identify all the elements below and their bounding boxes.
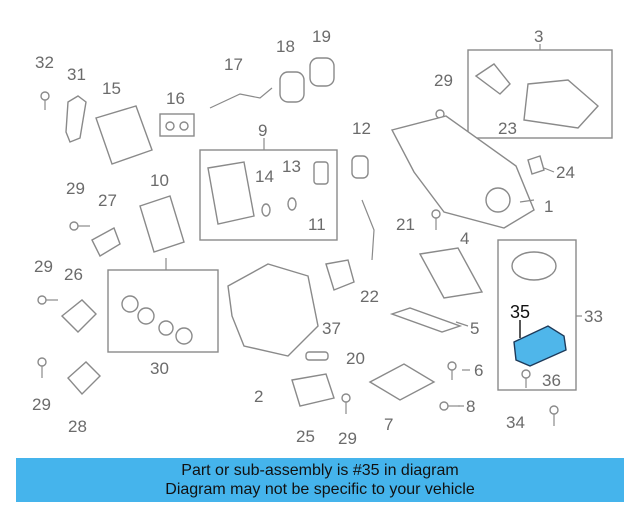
part-24-clip — [527, 155, 545, 175]
part-2-case — [227, 263, 319, 357]
callout-29-top: 29 — [434, 71, 453, 90]
part-31-bracket — [65, 95, 87, 143]
part-19-seal — [309, 57, 335, 87]
callout-32: 32 — [35, 53, 54, 72]
part-5-seal — [389, 307, 463, 333]
callout-8: 8 — [466, 397, 475, 416]
part-7-bracket — [368, 363, 436, 401]
callout-17: 17 — [224, 55, 243, 74]
callout-10: 10 — [150, 171, 169, 190]
part-30-gears — [121, 295, 193, 345]
callout-28: 28 — [68, 417, 87, 436]
part-11-sensor — [313, 161, 329, 185]
callout-22: 22 — [360, 287, 379, 306]
callout-26: 26 — [64, 265, 83, 284]
part-20-pin — [305, 351, 329, 361]
part-12-grommet — [351, 155, 369, 179]
callout-3: 3 — [534, 27, 543, 46]
callout-9: 9 — [258, 121, 267, 140]
callout-16: 16 — [166, 89, 185, 108]
part-23-lever — [474, 63, 511, 95]
part-3-filter-cover — [523, 79, 600, 129]
info-banner: Part or sub-assembly is #35 in diagram D… — [16, 458, 624, 502]
callout-34: 34 — [506, 413, 525, 432]
callout-15: 15 — [102, 79, 121, 98]
callout-35: 35 — [510, 302, 530, 322]
banner-line-1: Part or sub-assembly is #35 in diagram — [181, 462, 459, 479]
callout-29-left-2: 29 — [34, 257, 53, 276]
part-9-filter — [207, 161, 255, 225]
callout-25: 25 — [296, 427, 315, 446]
callout-1: 1 — [544, 197, 553, 216]
callout-24: 24 — [556, 163, 575, 182]
callout-31: 31 — [67, 65, 86, 84]
callout-29-bottom: 29 — [338, 429, 357, 448]
banner-line-2: Diagram may not be specific to your vehi… — [165, 481, 475, 498]
callout-6: 6 — [474, 361, 483, 380]
group-box-30 — [107, 269, 219, 353]
part-35-resistor — [513, 325, 567, 367]
part-27-bracket — [91, 226, 121, 257]
callout-33: 33 — [584, 307, 603, 326]
part-26-bracket — [60, 299, 97, 333]
callout-21: 21 — [396, 215, 415, 234]
part-34-screw — [549, 405, 559, 426]
group-box-33 — [497, 239, 577, 391]
part-36-screw — [521, 369, 531, 388]
callout-36: 36 — [542, 371, 561, 390]
callout-37: 37 — [322, 319, 341, 338]
callout-30: 30 — [150, 359, 169, 378]
leader-lines — [165, 44, 582, 407]
part-25-module — [291, 373, 335, 407]
group-box-9 — [199, 149, 338, 241]
callout-4: 4 — [460, 229, 469, 248]
part-21-screw — [431, 209, 441, 230]
callout-2: 2 — [254, 387, 263, 406]
part-6-screw — [447, 361, 457, 380]
callout-20: 20 — [346, 349, 365, 368]
part-29-screw-left-2 — [37, 295, 58, 305]
part-1-duct — [485, 187, 511, 213]
part-16-clips — [159, 113, 195, 137]
part-14-oring — [261, 203, 271, 217]
callout-14: 14 — [255, 167, 274, 186]
callout-12: 12 — [352, 119, 371, 138]
part-28-bracket — [67, 361, 101, 396]
part-29-screw-left-1 — [69, 221, 90, 231]
part-10-filter — [139, 195, 185, 253]
callout-13: 13 — [282, 157, 301, 176]
part-17-pipe — [209, 87, 273, 109]
part-32-bolt — [40, 91, 50, 110]
part-29-screw-left-3 — [37, 357, 47, 378]
callout-29-left-1: 29 — [66, 179, 85, 198]
callout-5: 5 — [470, 319, 479, 338]
callout-18: 18 — [276, 37, 295, 56]
callout-23: 23 — [498, 119, 517, 138]
callout-11: 11 — [308, 215, 326, 234]
callout-7: 7 — [384, 415, 393, 434]
part-15-evaporator — [95, 105, 153, 165]
part-22-hose — [361, 199, 375, 261]
parts-diagram: 32 31 15 16 17 18 19 3 29 23 9 14 13 11 … — [32, 27, 613, 448]
part-18-seal — [279, 71, 305, 103]
part-8-screw — [439, 401, 460, 411]
callout-29-left-3: 29 — [32, 395, 51, 414]
part-29-screw-bottom — [341, 393, 351, 414]
part-13-oring — [287, 197, 297, 211]
part-4-heater-core — [418, 247, 484, 299]
callout-27: 27 — [98, 191, 117, 210]
part-37-actuator — [325, 259, 355, 291]
callout-19: 19 — [312, 27, 331, 46]
part-33-blower — [511, 251, 557, 281]
